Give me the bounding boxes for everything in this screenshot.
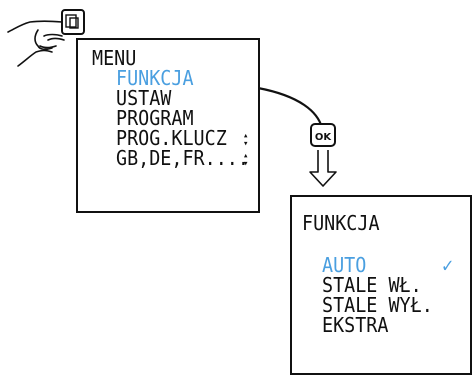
ok-button-label: OK [315,132,333,143]
funkcja-item-ekstra[interactable]: EKSTRA [322,315,388,335]
menu-title: MENU [92,48,136,68]
ok-button[interactable]: OK [311,124,335,146]
menu-item-funkcja[interactable]: FUNKCJA [116,68,194,88]
funkcja-item-stale-wyl[interactable]: STALE WYŁ. [322,295,433,315]
funkcja-title: FUNKCJA [302,213,380,233]
up-down-arrows-icon: ▴▾ [243,152,248,168]
funkcja-item-auto[interactable]: AUTO [322,255,366,275]
menu-item-program[interactable]: PROGRAM [116,108,194,128]
menu-button-icon[interactable] [62,10,84,34]
funkcja-screen: FUNKCJA AUTO ✓ STALE WŁ. STALE WYŁ. EKST… [290,195,472,375]
up-down-arrows-icon: ▴▾ [243,132,248,148]
menu-item-ustaw[interactable]: USTAW [116,88,171,108]
down-arrow-icon [310,150,336,186]
menu-screen: MENU FUNKCJA USTAW PROGRAM PROG.KLUCZ GB… [76,38,260,213]
funkcja-item-stale-wl[interactable]: STALE WŁ. [322,275,422,295]
menu-item-prog-klucz[interactable]: PROG.KLUCZ [116,128,227,148]
curved-arrow-icon [258,88,322,128]
pointing-hand-icon [8,21,64,66]
menu-item-language[interactable]: GB,DE,FR.... [116,148,249,168]
check-icon: ✓ [442,255,453,275]
